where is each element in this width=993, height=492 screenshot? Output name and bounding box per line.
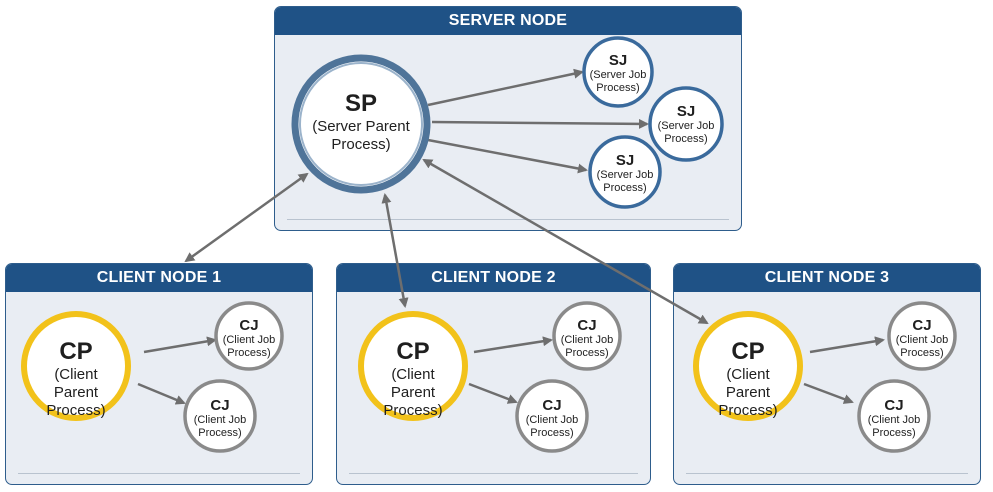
server-parent-abbr: SP — [344, 90, 377, 117]
server-job-label-1: SJ (Server Job Process) — [588, 52, 648, 95]
client-parent-abbr: CP — [396, 338, 430, 365]
client-parent-desc: (Client Parent Process) — [718, 366, 778, 419]
divider — [686, 473, 968, 474]
client-job-abbr: CJ — [542, 397, 562, 414]
client-node-1-title: CLIENT NODE 1 — [6, 264, 312, 292]
client-job-label-1b: CJ (Client Job Process) — [191, 397, 249, 440]
server-job-desc: (Server Job Process) — [596, 169, 654, 194]
client-job-desc: (Client Job Process) — [560, 334, 614, 359]
client-job-circle-1a — [214, 301, 284, 371]
server-parent-circle — [291, 54, 431, 194]
client-job-circle-3b — [857, 379, 931, 453]
server-job-circle-2 — [648, 86, 724, 162]
server-job-label-3: SJ (Server Job Process) — [595, 152, 655, 195]
client-parent-desc: (Client Parent Process) — [46, 366, 106, 419]
client-node-3-title: CLIENT NODE 3 — [674, 264, 980, 292]
arrow-sp-to-sj-2 — [431, 118, 649, 129]
arrow-sp-to-sj-1 — [427, 68, 584, 107]
client-job-abbr: CJ — [912, 317, 932, 334]
client-parent-circle-2 — [358, 311, 468, 421]
client-job-label-3a: CJ (Client Job Process) — [894, 317, 950, 360]
client-parent-label-1: CP (Client Parent Process) — [31, 338, 121, 420]
server-job-desc: (Server Job Process) — [657, 120, 715, 145]
client-parent-label-3: CP (Client Parent Process) — [703, 338, 793, 420]
arrow-cp2-to-cj-2 — [468, 382, 518, 404]
divider — [18, 473, 300, 474]
server-parent-label: SP (Server Parent Process) — [306, 90, 416, 154]
server-job-circle-3 — [588, 135, 662, 209]
client-job-desc: (Client Job Process) — [222, 334, 276, 359]
arrow-cp3-to-cj-2 — [803, 382, 854, 404]
client-parent-label-2: CP (Client Parent Process) — [368, 338, 458, 420]
arrow-sp-to-sj-3 — [427, 138, 588, 174]
arrow-sp-cp-2 — [381, 193, 409, 308]
server-job-desc: (Server Job Process) — [589, 69, 647, 94]
client-parent-abbr: CP — [731, 338, 765, 365]
arrow-sp-cp-1 — [184, 172, 309, 263]
client-job-circle-3a — [887, 301, 957, 371]
client-parent-circle-3 — [693, 311, 803, 421]
arrow-cp1-to-cj-1 — [143, 336, 217, 354]
client-job-circle-2b — [515, 379, 589, 453]
arrow-sp-cp-3 — [422, 158, 709, 325]
client-job-label-2a: CJ (Client Job Process) — [559, 317, 615, 360]
client-parent-abbr: CP — [59, 338, 93, 365]
client-job-abbr: CJ — [239, 317, 259, 334]
arrow-cp1-to-cj-2 — [137, 382, 186, 405]
client-job-label-3b: CJ (Client Job Process) — [865, 397, 923, 440]
server-parent-desc: (Server Parent Process) — [312, 118, 410, 153]
server-job-abbr: SJ — [615, 152, 635, 169]
client-job-desc: (Client Job Process) — [193, 414, 247, 439]
server-parent-inner-ring — [299, 62, 423, 186]
client-job-label-2b: CJ (Client Job Process) — [523, 397, 581, 440]
client-job-desc: (Client Job Process) — [867, 414, 921, 439]
client-job-abbr: CJ — [210, 397, 230, 414]
server-node-title: SERVER NODE — [275, 7, 741, 35]
client-job-abbr: CJ — [577, 317, 597, 334]
arrow-cp3-to-cj-1 — [809, 336, 885, 354]
arrow-cp2-to-cj-1 — [473, 336, 553, 354]
client-job-circle-1b — [183, 379, 257, 453]
client-job-circle-2a — [552, 301, 622, 371]
server-job-circle-1 — [582, 36, 654, 108]
client-job-label-1a: CJ (Client Job Process) — [221, 317, 277, 360]
client-job-desc: (Client Job Process) — [525, 414, 579, 439]
server-job-label-2: SJ (Server Job Process) — [656, 103, 716, 146]
client-job-desc: (Client Job Process) — [895, 334, 949, 359]
server-job-abbr: SJ — [676, 103, 696, 120]
client-job-abbr: CJ — [884, 397, 904, 414]
client-parent-desc: (Client Parent Process) — [383, 366, 443, 419]
server-job-abbr: SJ — [608, 52, 628, 69]
divider — [349, 473, 638, 474]
client-parent-circle-1 — [21, 311, 131, 421]
